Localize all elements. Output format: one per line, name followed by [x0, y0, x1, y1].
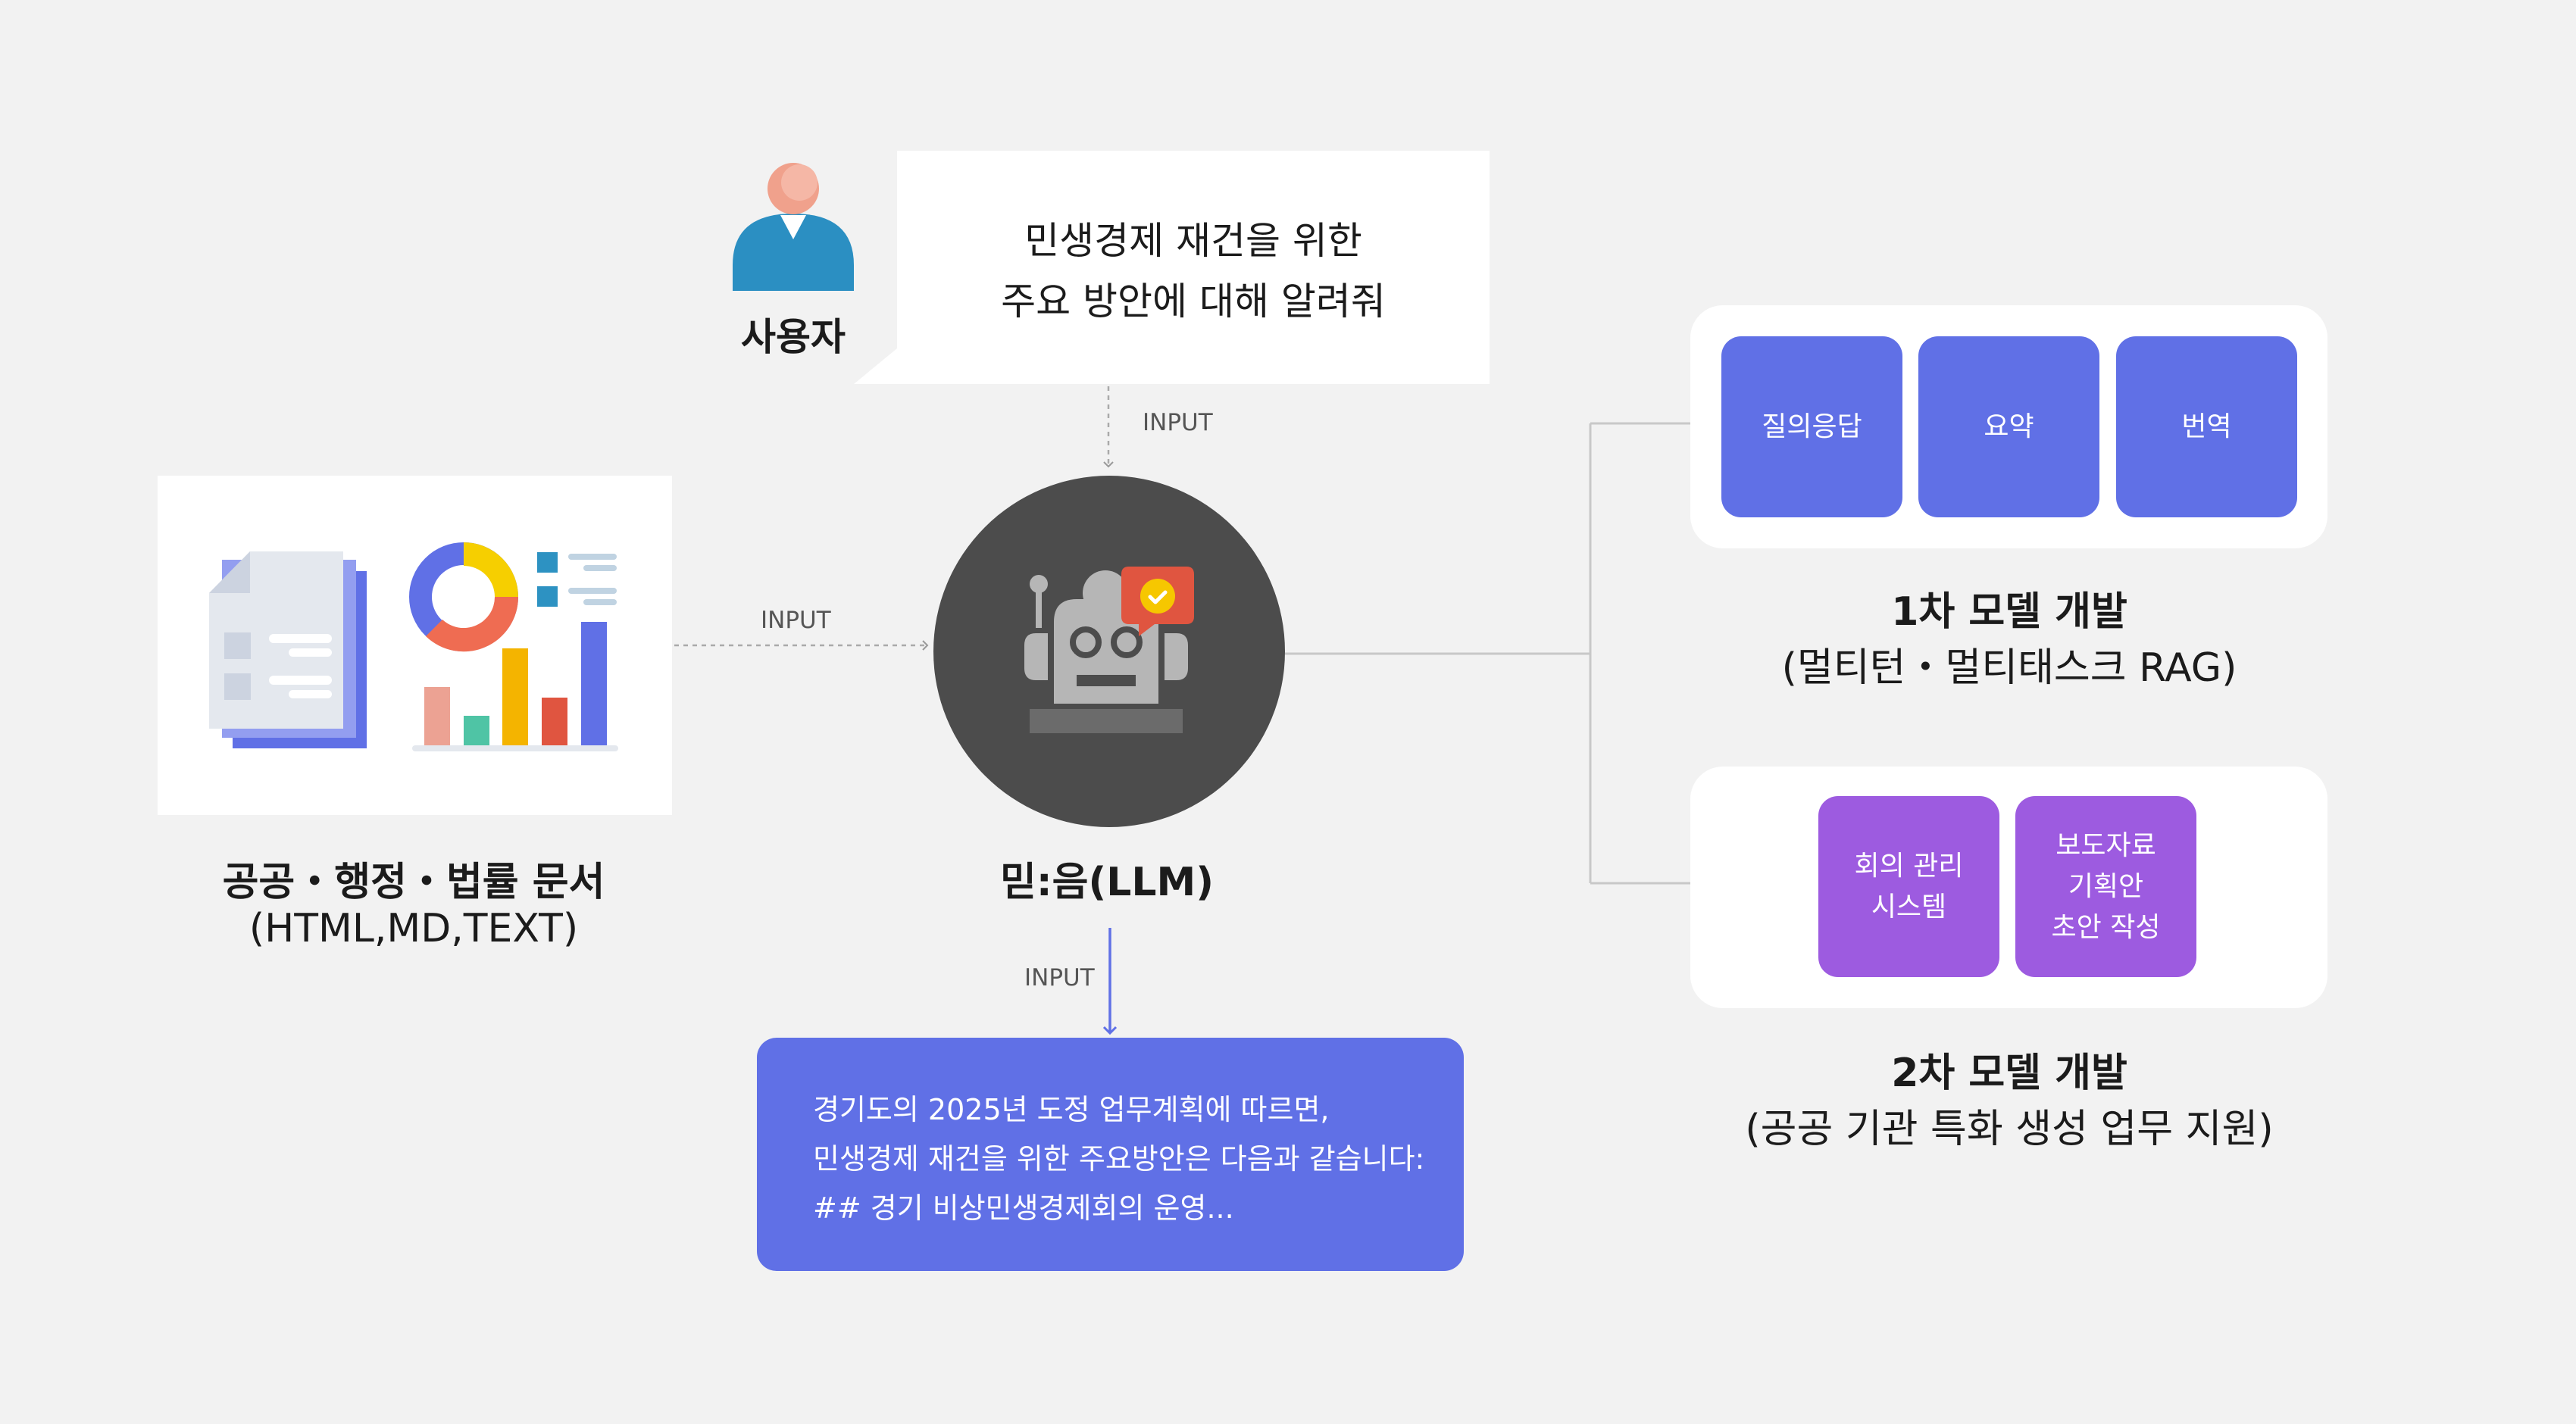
- stage1-title: 1차 모델 개발: [1891, 589, 2127, 635]
- user-icon: [733, 163, 854, 291]
- robot-icon: [1024, 567, 1194, 733]
- input-label-bottom: INPUT: [1024, 964, 1095, 991]
- stage2-subtitle: (공공 기관 특화 생성 업무 지원): [1745, 1107, 2274, 1152]
- task-press-release[interactable]: 보도자료 기획안 초안 작성: [2015, 796, 2196, 977]
- answer-line-2: 민생경제 재건을 위한 주요방안은 다음과 같습니다:: [813, 1142, 1425, 1176]
- query-bubble: [854, 151, 1490, 384]
- stage-connector: [1285, 422, 1692, 885]
- answer-box: 경기도의 2025년 도정 업무계획에 따르면, 민생경제 재건을 위한 주요방…: [757, 1038, 1464, 1271]
- task-meeting-management[interactable]: 회의 관리 시스템: [1818, 796, 1999, 977]
- task-label: 요약: [1984, 411, 2034, 442]
- stage2-panel: [1690, 767, 2327, 1008]
- task-label: 보도자료: [2055, 829, 2156, 861]
- task-label: 번역: [2181, 411, 2232, 442]
- task-label: 초안 작성: [2051, 911, 2161, 943]
- task-label: 시스템: [1871, 891, 1947, 923]
- stage2-title: 2차 모델 개발: [1891, 1051, 2127, 1096]
- task-label: 회의 관리: [1854, 850, 1964, 882]
- task-translation[interactable]: 번역: [2116, 336, 2297, 517]
- chart-icon: [409, 542, 618, 751]
- query-line-1: 민생경제 재건을 위한: [1024, 219, 1362, 263]
- model-name: 믿:음(LLM): [999, 860, 1215, 905]
- task-label: 기획안: [2068, 870, 2144, 902]
- answer-line-3: ## 경기 비상민생경제회의 운영...: [813, 1191, 1234, 1225]
- user-label: 사용자: [741, 315, 846, 359]
- input-label-top: INPUT: [1143, 409, 1213, 436]
- document-stack-icon: [209, 551, 367, 748]
- task-label: 질의응답: [1762, 411, 1862, 442]
- answer-line-1: 경기도의 2025년 도정 업무계획에 따르면,: [813, 1093, 1330, 1126]
- query-line-2: 주요 방안에 대해 알려줘: [1001, 279, 1386, 323]
- task-qa[interactable]: 질의응답: [1721, 336, 1902, 517]
- documents-subtitle: (HTML,MD,TEXT): [249, 906, 579, 951]
- input-label-left: INPUT: [761, 607, 831, 634]
- task-summary[interactable]: 요약: [1918, 336, 2099, 517]
- stage1-subtitle: (멀티턴・멀티태스크 RAG): [1781, 645, 2237, 691]
- documents-title: 공공・행정・법률 문서: [222, 860, 605, 905]
